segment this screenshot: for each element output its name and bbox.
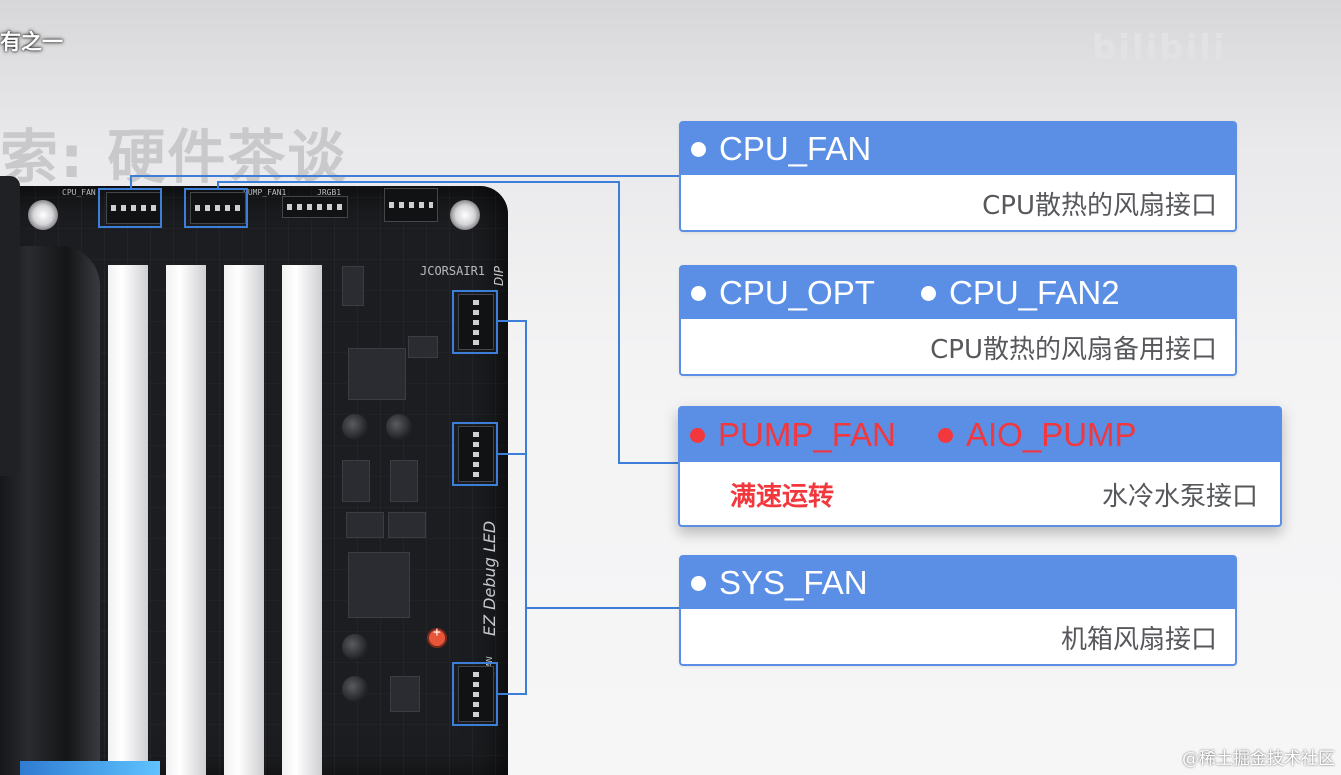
- connector-name: PUMP_FAN: [718, 416, 896, 453]
- connector-tag: SYS_FAN: [691, 564, 868, 602]
- connector-name: CPU_OPT: [719, 274, 875, 311]
- cpu-fan-connector-line: [130, 175, 679, 188]
- ram-stick: [108, 265, 148, 775]
- capacitor: [386, 414, 412, 440]
- controller-chip: [348, 348, 406, 400]
- bullet-dot-icon: [691, 285, 706, 301]
- connector-name: AIO_PUMP: [966, 416, 1137, 453]
- mounting-screw: [450, 200, 480, 230]
- connector-tag: PUMP_FAN: [690, 416, 938, 454]
- aio-pump-highlight-box: [452, 422, 498, 486]
- connector-tag: AIO_PUMP: [938, 416, 1137, 454]
- channel-watermark: 索: 硬件茶谈: [0, 123, 348, 191]
- card-header: PUMP_FAN AIO_PUMP: [680, 408, 1280, 462]
- ram-stick: [282, 265, 322, 775]
- capacitor: [342, 676, 368, 702]
- card-header: SYS_FAN: [681, 557, 1235, 609]
- pump-fan-silk-label: PUMP_FAN1: [243, 188, 287, 197]
- debug-led: [427, 628, 447, 648]
- sys-fan-highlight-box: [452, 662, 498, 726]
- rgb-header: [282, 196, 348, 218]
- card-cpu-fan: CPU_FAN CPU散热的风扇接口: [679, 121, 1237, 232]
- jrgb-silk-label: JRGB1: [317, 188, 342, 197]
- corsair-header: [384, 188, 438, 222]
- connector-tag: CPU_FAN2: [921, 274, 1120, 312]
- accent-strip: [20, 761, 160, 775]
- bullet-dot-icon: [691, 141, 706, 157]
- pump-fan-connector-line: [217, 181, 679, 464]
- bullet-dot-icon: [921, 285, 936, 301]
- card-pump-fan: PUMP_FAN AIO_PUMP 满速运转 水冷水泵接口: [678, 406, 1282, 527]
- connector-description: CPU散热的风扇备用接口: [930, 335, 1217, 365]
- smd-chip: [390, 460, 418, 502]
- bullet-dot-icon: [691, 575, 706, 591]
- cpu-fan-header: [106, 192, 162, 224]
- connector-description: 水冷水泵接口: [1101, 482, 1258, 512]
- capacitor: [342, 414, 368, 440]
- bullet-dot-icon: [690, 427, 705, 443]
- led-plus-icon: +: [433, 625, 441, 640]
- mounting-screw: [28, 200, 58, 230]
- card-cpu-opt: CPU_OPT CPU_FAN2 CPU散热的风扇备用接口: [679, 265, 1237, 376]
- card-header: CPU_FAN: [681, 123, 1235, 175]
- card-header: CPU_OPT CPU_FAN2: [681, 267, 1235, 319]
- gpu-cooler-edge: [0, 176, 20, 476]
- connector-description: CPU散热的风扇接口: [982, 191, 1217, 221]
- bullet-dot-icon: [938, 427, 953, 443]
- controller-chip: [348, 552, 410, 618]
- cpu-opt-header: [458, 294, 494, 350]
- cpu-fan-highlight-box: [98, 188, 162, 228]
- cpu-opt-highlight-box: [452, 290, 498, 354]
- jcorsair-silk-label: JCORSAIR1: [420, 264, 486, 278]
- connector-tag: CPU_OPT: [691, 274, 921, 312]
- pump-fan-highlight-box: [184, 188, 248, 228]
- smd-chip: [390, 676, 420, 712]
- full-speed-note: 满速运转: [730, 482, 835, 512]
- cpu-opt-connector-line: [498, 320, 679, 609]
- cpu-fan-silk-label: CPU_FAN: [62, 188, 96, 197]
- card-sys-fan: SYS_FAN 机箱风扇接口: [679, 555, 1237, 666]
- smd-chip: [388, 512, 426, 538]
- sys-fan-header: [458, 666, 494, 722]
- site-watermark: @稀土掘金技术社区: [1182, 749, 1335, 769]
- sys-fan-connector-line: [498, 608, 527, 695]
- connector-name: CPU_FAN2: [949, 274, 1120, 311]
- ram-stick: [224, 265, 264, 775]
- aio-pump-header: [458, 426, 494, 482]
- ram-stick: [166, 265, 206, 775]
- smd-chip: [342, 266, 364, 306]
- video-subtitle: 有之一: [0, 30, 63, 54]
- smd-chip: [408, 336, 438, 358]
- smd-chip: [346, 512, 384, 538]
- capacitor: [342, 634, 368, 660]
- connector-tag: CPU_FAN: [691, 130, 871, 168]
- connector-description: 机箱风扇接口: [1060, 625, 1217, 655]
- bilibili-watermark: bilibili: [1092, 28, 1227, 68]
- smd-chip: [342, 460, 370, 502]
- pump-fan-header: [190, 192, 246, 224]
- connector-name: CPU_FAN: [719, 130, 872, 167]
- connector-name: SYS_FAN: [719, 564, 868, 601]
